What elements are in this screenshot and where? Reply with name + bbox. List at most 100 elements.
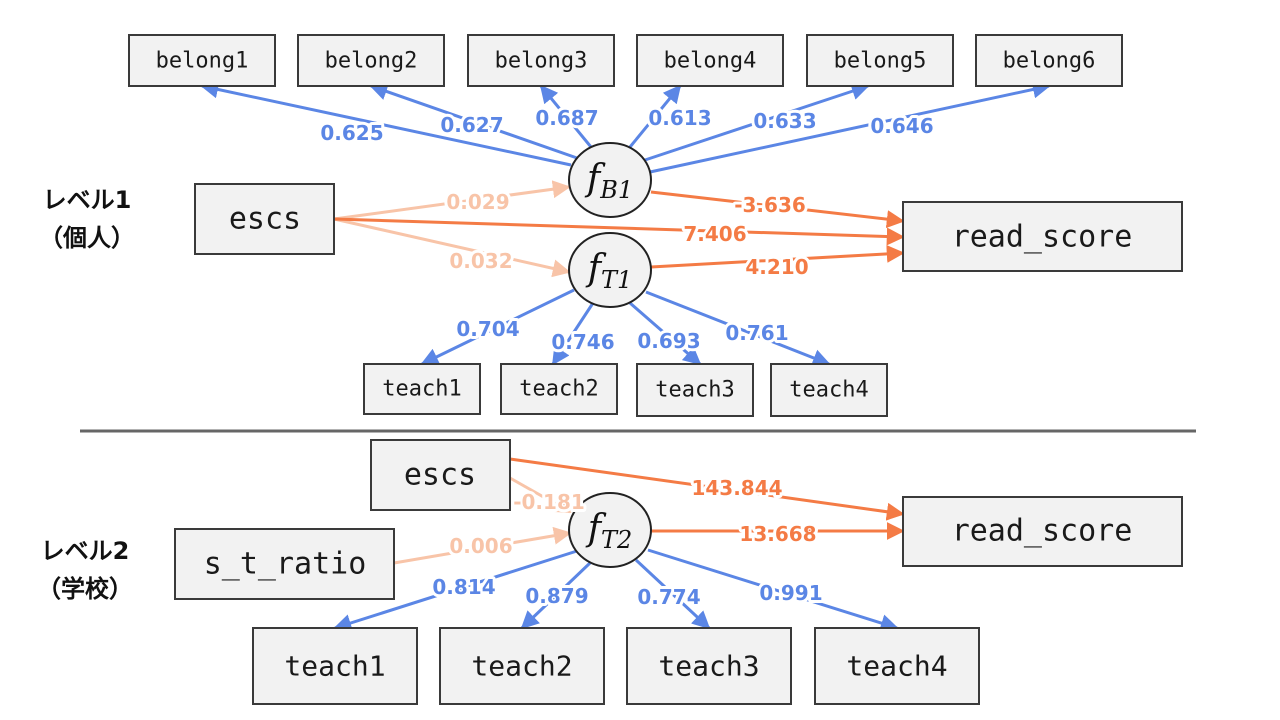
edge-t4_1 [645,290,831,367]
edge-escs_read2 [509,457,905,521]
box-escs-level1-label: escs [229,202,301,237]
level2-label-line2: （学校） [37,575,133,603]
box-read-score-level1-label: read_score [952,220,1133,255]
edge-escs_fT2 [509,476,572,514]
box-belong2-label: belong2 [325,49,418,74]
box-s-t-ratio-level2: s_t_ratio [174,528,395,600]
coef-label-t4_2: 0.991 [759,581,822,605]
box-teach1-level2-label: teach1 [284,650,385,683]
box-belong3-label: belong3 [495,49,588,74]
latent-fB1: fB1 [568,142,652,218]
coef-label-b3: 0.687 [535,106,598,130]
box-teach2-level2-label: teach2 [471,650,572,683]
edge-b3 [539,84,593,148]
latent-fT1: fT1 [568,232,652,308]
coef-label-fT1_read1: 4.210 [745,255,808,279]
edge-b4 [628,84,682,148]
level1-label-line2: （個人） [39,224,135,252]
box-teach3-level1-label: teach3 [655,378,734,403]
coef-label-b1: 0.625 [320,121,383,145]
box-escs-level1: escs [194,183,335,255]
coef-label-b5: 0.633 [753,109,816,133]
edge-b6 [649,80,1051,174]
coef-label-b4: 0.613 [648,106,711,130]
box-teach4-level2-label: teach4 [846,650,947,683]
svg-text:fT1: fT1 [585,248,633,294]
box-escs-level2-label: escs [404,458,476,493]
box-read-score-level2: read_score [902,496,1183,567]
coef-label-fT2_read2: 13.668 [739,522,816,546]
coef-label-escs_read2: 143.844 [691,476,782,500]
edge-t3_2 [634,558,711,630]
coef-label-str_fT2: 0.006 [449,534,512,558]
box-belong3: belong3 [467,34,615,87]
coefficient-labels-layer: 0.625 0.627 0.687 0.613 0.633 0.646 0.029 0.032… [317,103,936,612]
coef-label-t1_1: 0.704 [456,317,519,341]
coef-label-t3_1: 0.693 [637,329,700,353]
edge-str_fT2 [393,526,572,565]
box-teach3-level1: teach3 [636,363,754,417]
edges-layer [200,80,1051,632]
box-teach4-level1: teach4 [770,363,888,417]
box-s-t-ratio-level2-label: s_t_ratio [204,547,367,582]
box-teach2-level1: teach2 [500,363,618,415]
edge-t3_1 [629,301,702,366]
box-read-score-level2-label: read_score [952,514,1133,549]
latent-fT1-subscript: T1 [601,266,632,294]
coef-label-t4_1: 0.761 [725,321,788,345]
coef-label-escs_fB1: 0.029 [446,190,509,214]
coef-label-escs_read1: 7.406 [683,222,746,246]
edge-fT1_read1 [650,244,905,269]
edge-t1_1 [420,288,575,366]
box-teach4-level2: teach4 [814,627,980,705]
edge-escs_fT1 [333,217,571,278]
edge-fB1_read1 [650,190,905,229]
box-teach1-level2: teach1 [252,627,418,705]
coef-label-t1_2: 0.814 [432,575,495,599]
coef-label-t3_2: 0.774 [637,585,700,609]
box-teach2-level1-label: teach2 [519,377,598,402]
edge-t2_1 [551,302,595,366]
edge-t2_2 [520,561,592,630]
box-teach2-level2: teach2 [439,627,605,705]
box-read-score-level1: read_score [902,201,1183,272]
coef-label-fB1_read1: -3.636 [734,193,806,217]
box-belong5-label: belong5 [834,49,927,74]
box-belong1: belong1 [128,34,276,87]
latent-fT2: fT2 [568,492,652,568]
box-teach3-level2-label: teach3 [658,650,759,683]
box-teach1-level1-label: teach1 [382,377,461,402]
box-belong4-label: belong4 [664,49,757,74]
box-escs-level2: escs [370,439,511,511]
level1-label-line1: レベル1 [43,186,132,214]
edge-b5 [644,82,870,162]
box-belong4: belong4 [636,34,784,87]
box-belong2: belong2 [297,34,445,87]
coef-label-b2: 0.627 [440,113,503,137]
edge-b2 [369,82,578,160]
box-belong6-label: belong6 [1003,49,1096,74]
edge-t1_2 [333,549,578,632]
edge-escs_read1 [333,217,905,246]
latent-fT2-subscript: T2 [601,526,632,554]
box-teach1-level1: teach1 [363,363,481,415]
coef-label-b6: 0.646 [870,114,933,138]
level2-label-line1: レベル2 [41,537,130,565]
coef-label-escs_fT2: -0.181 [513,490,585,514]
box-belong6: belong6 [975,34,1123,87]
svg-text:fB1: fB1 [584,158,633,204]
level1-label: レベル1 （個人） [39,186,135,252]
coef-label-t2_1: 0.746 [551,330,614,354]
latent-fB1-subscript: B1 [599,176,633,204]
box-belong1-label: belong1 [156,49,249,74]
coef-label-t2_2: 0.879 [525,584,588,608]
edge-b1 [200,80,572,167]
edge-escs_fB1 [333,180,571,221]
box-belong5: belong5 [806,34,954,87]
coef-label-escs_fT1: 0.032 [449,249,512,273]
level2-label: レベル2 （学校） [37,537,133,603]
box-teach4-level1-label: teach4 [789,378,868,403]
edge-t4_2 [647,548,899,632]
